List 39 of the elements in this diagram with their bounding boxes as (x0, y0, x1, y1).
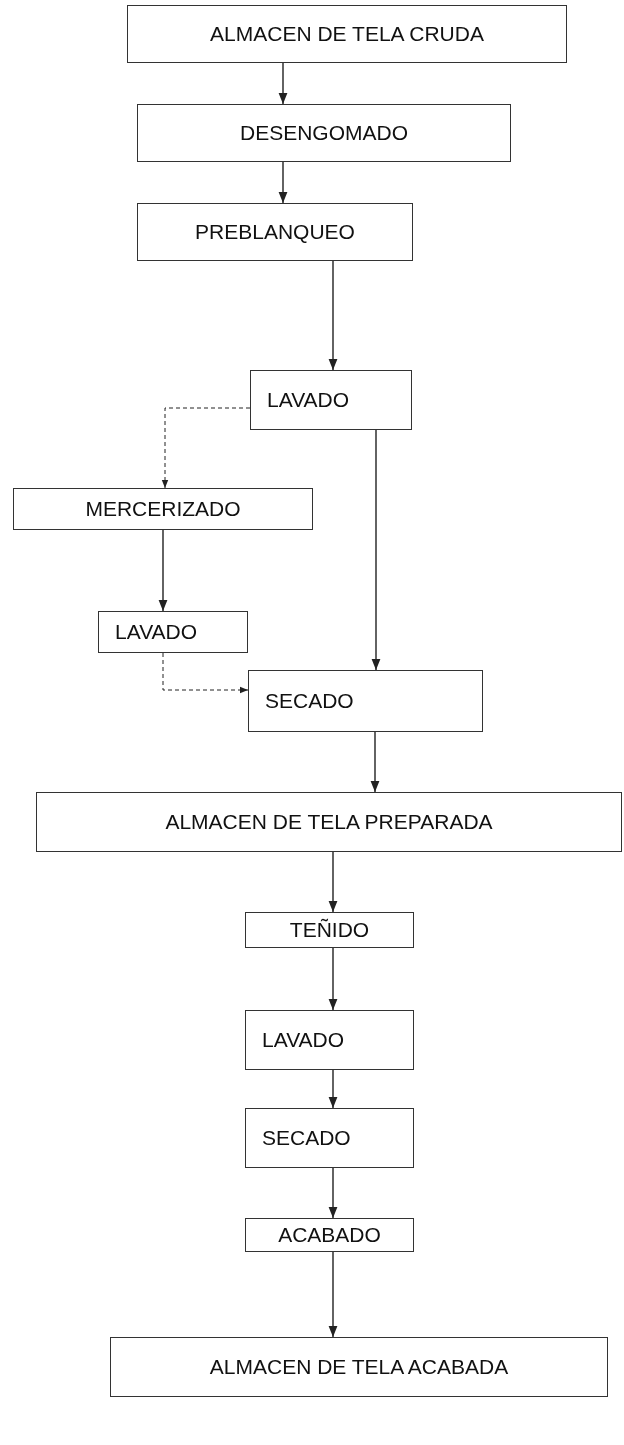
step-label: SECADO (262, 1124, 351, 1151)
process-box (137, 203, 413, 261)
step-label: ALMACEN DE TELA PREPARADA (165, 808, 493, 835)
process-box (250, 370, 412, 430)
process-box (127, 5, 567, 63)
step-label: ALMACEN DE TELA CRUDA (210, 20, 484, 47)
step-label: TEÑIDO (289, 916, 370, 943)
process-box (137, 104, 511, 162)
arrow (278, 161, 288, 204)
process-box (245, 912, 414, 948)
arrow (328, 1167, 338, 1219)
step-label: ALMACEN DE TELA ACABADA (209, 1353, 509, 1380)
step-label: PREBLANQUEO (195, 218, 355, 245)
step-label: DESENGOMADO (240, 119, 408, 146)
process-box (110, 1337, 608, 1397)
process-box (245, 1010, 414, 1070)
arrow (328, 947, 338, 1011)
step-label: SECADO (265, 687, 354, 714)
arrow (328, 1251, 338, 1338)
step-label: LAVADO (267, 386, 350, 413)
arrow (158, 529, 168, 612)
arrow (328, 260, 338, 371)
step-label: MERCERIZADO (85, 495, 241, 522)
arrow (161, 407, 251, 489)
process-box (13, 488, 313, 530)
step-label: ACABADO (278, 1221, 381, 1248)
arrow (278, 62, 288, 105)
process-box (98, 611, 248, 653)
process-box (245, 1218, 414, 1252)
process-box (245, 1108, 414, 1168)
process-box (248, 670, 483, 732)
arrow (328, 1069, 338, 1109)
arrow (162, 652, 249, 694)
step-label: LAVADO (262, 1026, 345, 1053)
step-label: LAVADO (115, 618, 198, 645)
process-box (36, 792, 622, 852)
arrow (370, 731, 380, 793)
arrow (371, 429, 381, 671)
arrow (328, 851, 338, 913)
